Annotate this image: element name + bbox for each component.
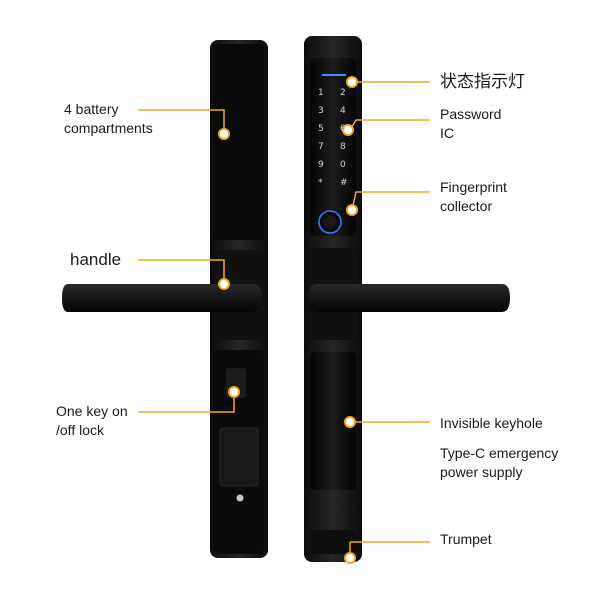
keypad-key-8: 8 [340, 142, 346, 152]
keypad-key-7: 7 [318, 142, 324, 152]
leader-handle [138, 259, 225, 284]
front-lock-keypad-panel [310, 58, 356, 236]
keypad-key-2: 2 [340, 88, 346, 98]
dot-fingerprint [346, 204, 358, 216]
label-typec-line2: power supply [440, 464, 523, 480]
dot-trumpet [344, 552, 356, 564]
label-fingerprint-line1: Fingerprint [440, 179, 507, 195]
dot-password [342, 124, 354, 136]
callout-dots [218, 76, 358, 564]
label-onekey: One key on /off lock [56, 402, 128, 440]
dot-battery [218, 128, 230, 140]
front-lock-bottom-cap [310, 530, 356, 554]
leader-battery [138, 109, 225, 134]
back-lock-handle [62, 284, 262, 312]
back-lock-battery-window [219, 427, 259, 487]
back-lock [62, 40, 268, 558]
leader-onekey [138, 392, 235, 413]
label-password: Password IC [440, 105, 501, 143]
label-handle: handle [70, 250, 122, 269]
keypad-key-0: 0 [340, 160, 346, 170]
label-battery-line1: 4 battery [64, 101, 119, 117]
label-fingerprint-line2: collector [440, 198, 493, 214]
label-password-line2: IC [440, 125, 454, 141]
label-battery-line2: compartments [64, 120, 153, 136]
label-onekey-line1: One key on [56, 403, 128, 419]
keypad-key-1: 1 [318, 88, 324, 98]
label-typec-line1: Type-C emergency [440, 445, 559, 461]
status-light-bar [322, 74, 346, 76]
dot-keyhole [344, 416, 356, 428]
keypad-key-6: 6 [340, 124, 346, 134]
dot-onekey [228, 386, 240, 398]
leaders-right [349, 81, 430, 558]
label-onekey-line2: /off lock [56, 422, 104, 438]
keypad-key-9: 9 [318, 160, 324, 170]
keypad-key-star: * [318, 178, 323, 188]
label-typec: Type-C emergency power supply [440, 444, 558, 482]
label-fingerprint: Fingerprint collector [440, 178, 507, 216]
label-status-light: 状态指示灯 [440, 72, 525, 91]
dot-handle [218, 278, 230, 290]
front-lock-handle [308, 284, 510, 312]
label-battery: 4 battery compartments [64, 100, 153, 138]
keypad-key-5: 5 [318, 124, 324, 134]
leader-fingerprint [351, 191, 430, 211]
fingerprint-sensor [323, 215, 337, 229]
back-lock-upper-cover [214, 44, 264, 240]
label-trumpet: Trumpet [440, 531, 492, 547]
keypad-key-3: 3 [318, 106, 324, 116]
front-lock [304, 36, 510, 562]
label-password-line1: Password [440, 106, 502, 122]
keypad-key-4: 4 [340, 106, 346, 116]
back-lock-screw [236, 494, 244, 502]
leaders-left [138, 109, 235, 413]
label-keyhole: Invisible keyhole [440, 415, 543, 431]
dot-status-light [346, 76, 358, 88]
front-lock-lower-panel [310, 352, 356, 490]
keypad-key-hash: # [340, 178, 348, 188]
